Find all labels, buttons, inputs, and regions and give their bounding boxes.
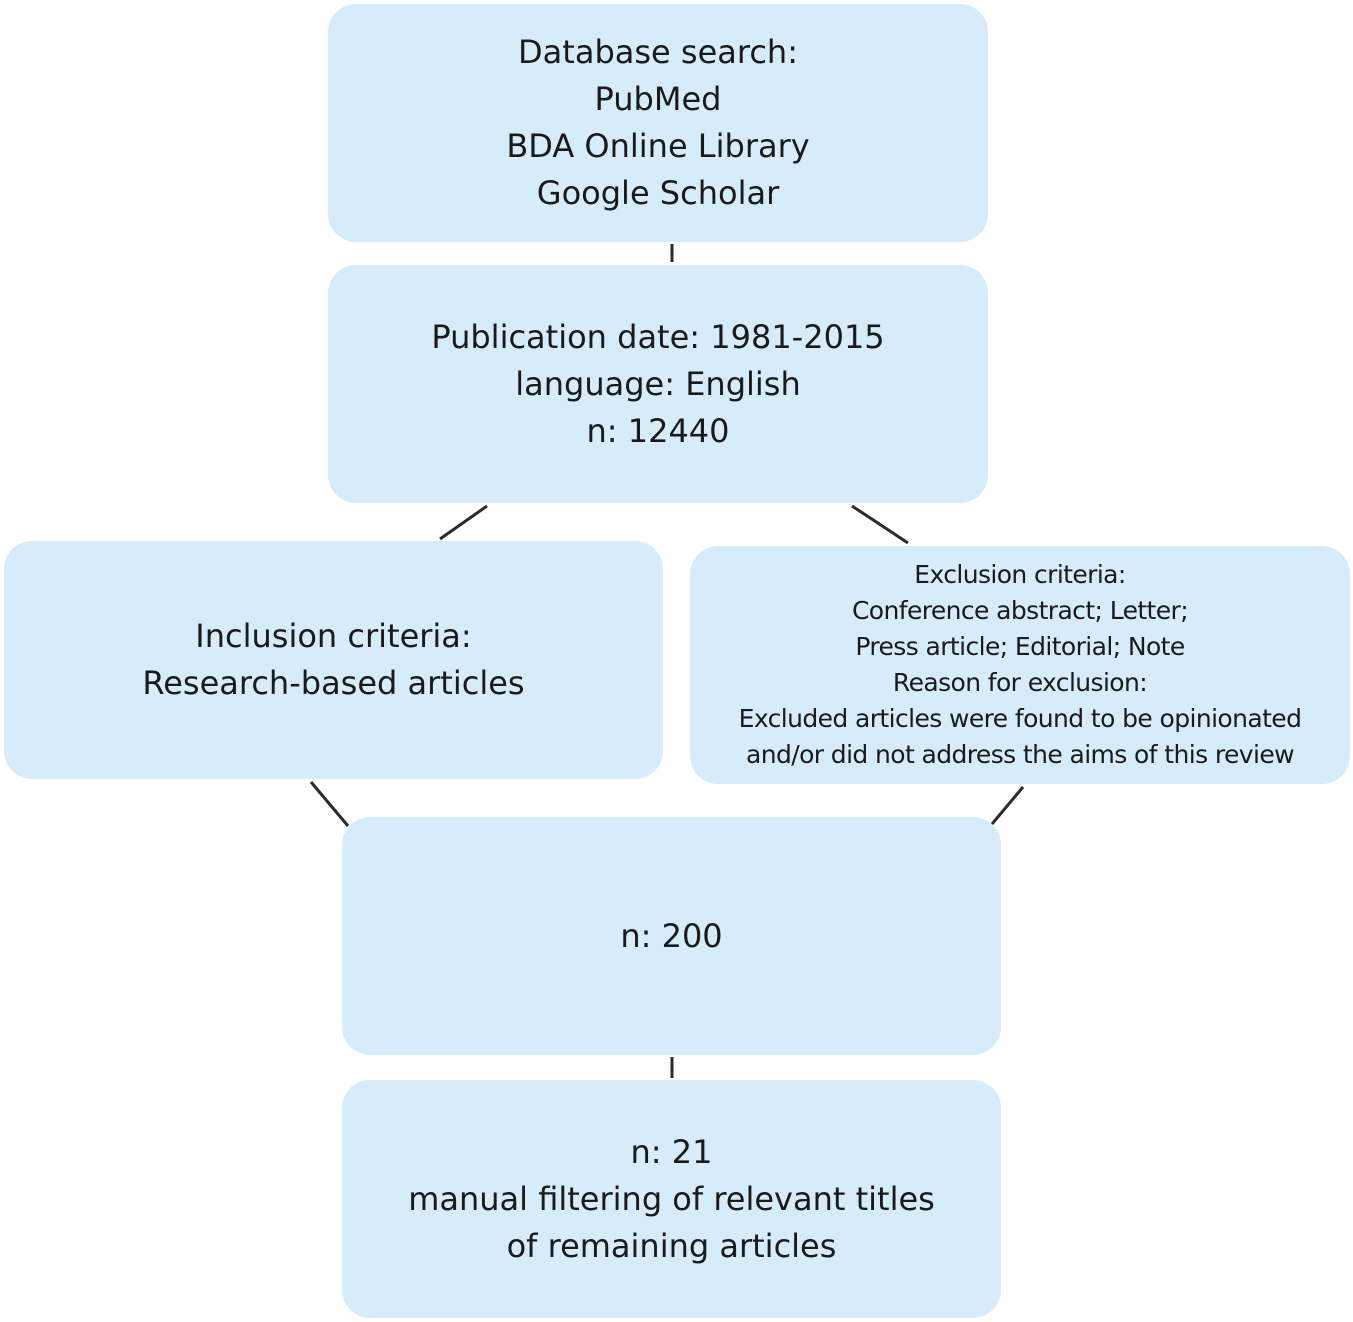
final-description-line-2: of remaining articles [506,1226,837,1265]
final-count: n: 21 [630,1132,713,1171]
final-description-line-1: manual filtering of relevant titles [408,1179,935,1218]
connector-filter-to-inclusion [439,504,488,541]
filter-language: language: English [515,364,801,403]
search-source-pubmed: PubMed [594,80,722,118]
inclusion-criteria-box: Inclusion criteria: Research-based artic… [4,541,663,779]
inclusion-heading: Inclusion criteria: [195,617,472,655]
connector-filter-to-exclusion [851,504,909,545]
screened-count: n: 200 [620,916,723,955]
search-source-google-scholar: Google Scholar [536,174,780,212]
screened-count-box: n: 200 [342,817,1001,1055]
database-search-box: Database search: PubMed BDA Online Libra… [328,4,988,242]
filter-publication-date: Publication date: 1981-2015 [431,317,885,356]
publication-filter-box: Publication date: 1981-2015 language: En… [328,265,988,503]
exclusion-criteria-box: Exclusion criteria: Conference abstract;… [690,546,1350,784]
search-box-heading: Database search: [518,33,798,71]
connector-exclusion-to-count [990,786,1025,825]
exclusion-reason-line-1: Excluded articles were found to be opini… [738,704,1302,733]
exclusion-reason-line-2: and/or did not address the aims of this … [746,740,1295,769]
exclusion-types-line-1: Conference abstract; Letter; [851,596,1189,625]
exclusion-reason-heading: Reason for exclusion: [892,668,1148,697]
connector-inclusion-to-count [309,781,350,827]
exclusion-heading: Exclusion criteria: [914,560,1126,589]
exclusion-types-line-2: Press article; Editorial; Note [855,632,1185,661]
final-selection-box: n: 21 manual filtering of relevant title… [342,1080,1001,1318]
search-source-bda-library: BDA Online Library [506,127,810,165]
inclusion-detail: Research-based articles [142,664,525,702]
filter-count: n: 12440 [586,411,730,450]
